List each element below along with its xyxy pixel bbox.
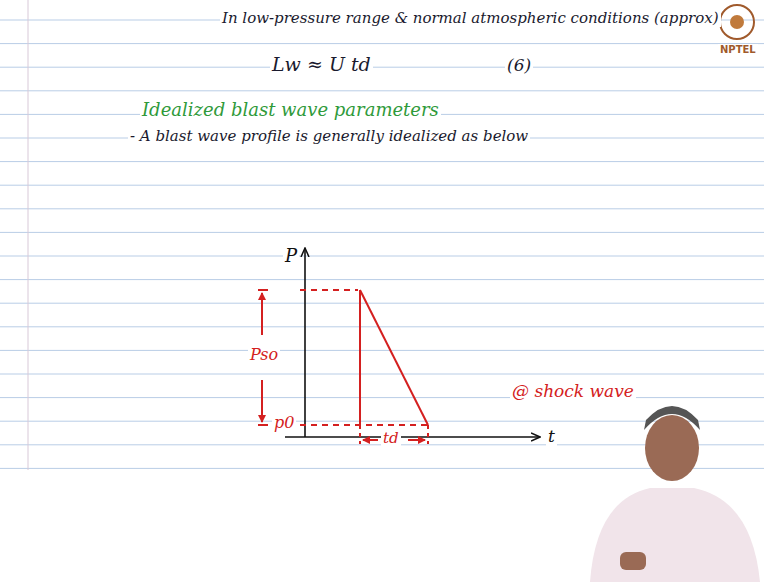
ruled-lines [0,20,764,468]
formula: Lw ≈ U td [270,54,373,76]
section-heading: Idealized blast wave parameters [140,100,441,121]
axis-label: P [283,246,299,267]
axis-label: t [546,427,557,447]
p-axis [304,248,306,437]
note-text: In low-pressure range & normal atmospher… [220,10,721,27]
logo-text: NPTEL [718,44,758,56]
t-axis [285,436,540,438]
blast-profile [258,290,430,444]
dimension-label: Pso [248,346,280,364]
margin-line [28,0,29,470]
equation-number: (6) [505,56,533,76]
dimension-label: p0 [272,414,296,432]
annotation: @ shock wave [510,382,636,402]
dimension-label: td [381,430,401,447]
logo-emblem [720,5,754,39]
logo-emblem [730,15,744,29]
presenter-figure [590,406,760,582]
note-text: - A blast wave profile is generally idea… [128,128,530,145]
